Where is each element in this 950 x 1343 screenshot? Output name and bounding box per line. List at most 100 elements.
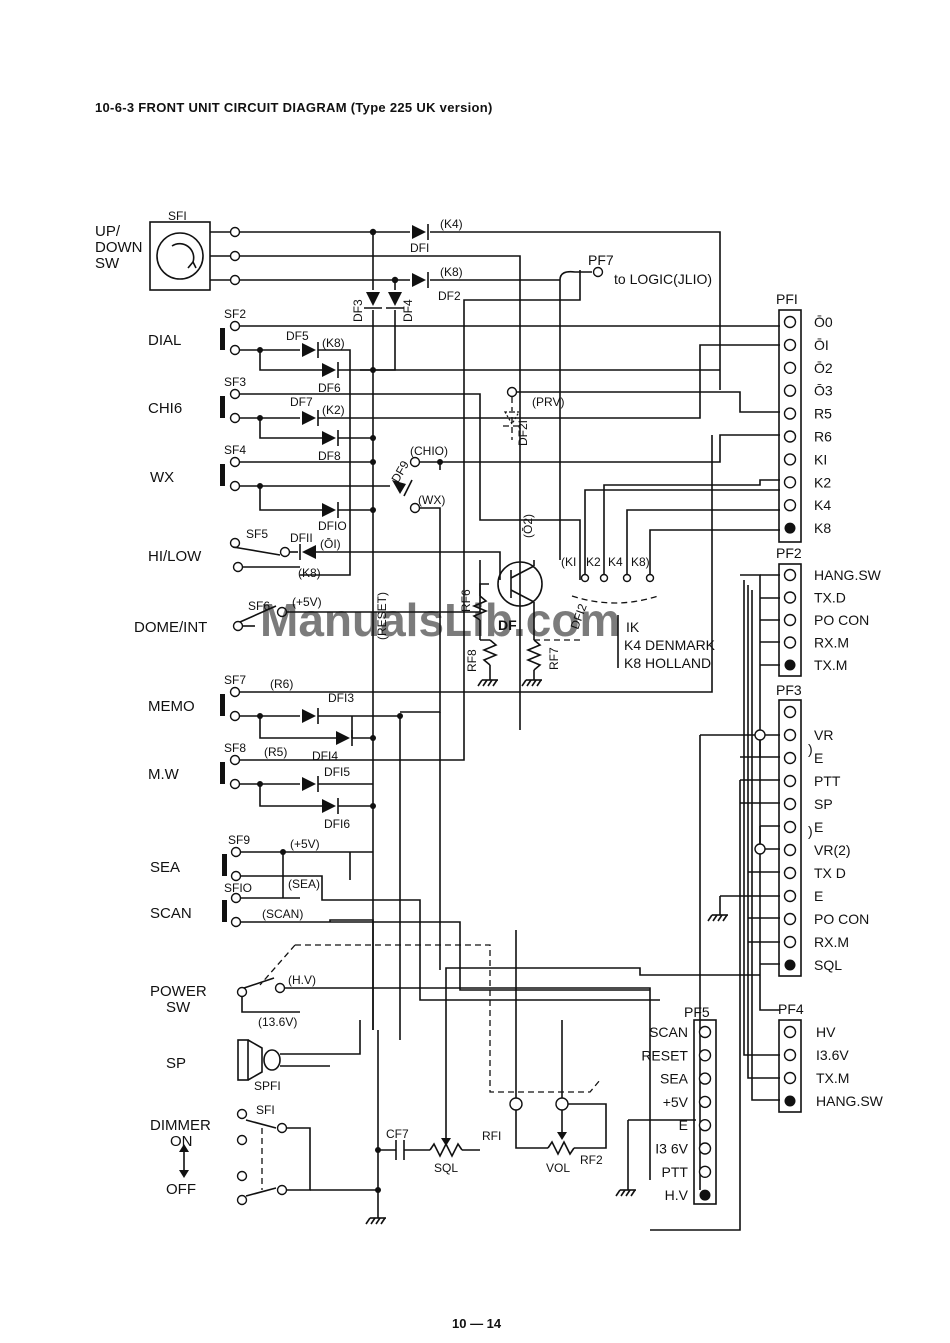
pf1-pin-label: K8 (814, 520, 831, 536)
pf2-pin-2 (783, 591, 797, 604)
rf2-ref: RF2 (580, 1153, 603, 1167)
sf1b-ref: SFI (256, 1103, 275, 1117)
pad-k4: K4 (608, 555, 623, 569)
pf2-pin-1 (783, 568, 797, 582)
speaker-sp (237, 1020, 361, 1081)
powersw-label-2: SW (166, 999, 191, 1016)
pf3-pin-label: PTT (814, 773, 841, 789)
sea-net-label: (SEA) (288, 877, 320, 891)
k4-label: (K4) (440, 217, 463, 231)
reset-vertical-label: (RESET) (375, 592, 389, 640)
right-wiring (329, 574, 780, 1231)
pf1-pin-label: ŌI (814, 337, 829, 353)
prv-label: (PRV) (532, 395, 564, 409)
pad-k8: K8) (631, 555, 650, 569)
pf7-ref: PF7 (588, 252, 614, 268)
powersw-label-1: POWER (150, 983, 207, 1000)
pf3-pin-9 (783, 889, 797, 903)
sp-label: SP (166, 1055, 186, 1072)
hv-net-label: (H.V) (288, 973, 316, 987)
pf1-pin-label: R5 (814, 406, 832, 422)
pf3-pin-label: TX D (814, 865, 846, 881)
r5-label: (R5) (264, 745, 287, 759)
pf3-connector (778, 699, 802, 977)
pf3-pin-label: E (814, 750, 823, 766)
plus5v-a-label: (+5V) (292, 595, 322, 609)
pf5-pin-5 (698, 1118, 712, 1132)
watermark: ManualsLib.com (260, 594, 620, 646)
k8a-label: (K8) (440, 265, 463, 279)
mw-switch (220, 270, 581, 814)
k2-label: (K2) (322, 403, 345, 417)
pf3-pin-4 (783, 774, 797, 788)
sf5-ref: SF5 (246, 527, 268, 541)
pf1-pin-4 (783, 384, 797, 397)
dimmer-label-2: ON (170, 1133, 193, 1150)
dimmer-label-1: DIMMER (150, 1117, 211, 1134)
wx-net-label: (WX) (418, 493, 445, 507)
sf4-ref: SF4 (224, 443, 246, 457)
pf5-connector (693, 1019, 717, 1205)
sql-ref: SQL (434, 1161, 458, 1175)
df8-ref: DF8 (318, 449, 341, 463)
updown-label-2: DOWN (95, 239, 143, 256)
pf7-label: to LOGIC(JLIO) (614, 271, 712, 287)
pf4-ref: PF4 (778, 1001, 804, 1017)
pf3-pin-label: E (814, 888, 823, 904)
pf5-pin-8 (699, 1189, 711, 1201)
pf3-pin-label: VR (814, 727, 833, 743)
pf5-pin-2 (698, 1049, 712, 1062)
pf1-ref: PFI (776, 291, 798, 307)
updown-switch (149, 221, 241, 291)
sf3-ref: SF3 (224, 375, 246, 389)
k8b-label: (K8) (322, 336, 345, 350)
pf2-pin-label: RX.M (814, 635, 849, 651)
pf3-pin-label: VR(2) (814, 842, 851, 858)
plus5v-b-label: (+5V) (290, 837, 320, 851)
pf5-pin-label: H.V (665, 1187, 689, 1203)
pf1-pin-7 (783, 453, 797, 466)
updown-label-3: SW (95, 255, 120, 272)
df6-ref: DF6 (318, 381, 341, 395)
rf8-ref: RF8 (465, 649, 479, 672)
pf4-pin-2 (783, 1048, 797, 1062)
pf4-pin-3 (783, 1071, 797, 1085)
pf7-pin (592, 266, 604, 278)
pf5-pin-label: SEA (660, 1071, 689, 1087)
domeint-switch (232, 560, 481, 632)
df16-ref: DFI6 (324, 817, 350, 831)
df21-ref: DF2I (516, 420, 530, 446)
rf6-ref: RF6 (459, 589, 473, 612)
pf1-pin-2 (783, 338, 797, 352)
page-number: 10 — 14 (452, 1316, 502, 1331)
pf3-pin-label: RX.M (814, 934, 849, 950)
pf2-pin-label: PO CON (814, 612, 869, 628)
pf1-pin-label: Ō2 (814, 360, 833, 376)
pf3-pin-7 (783, 843, 797, 857)
df3-ref: DF3 (351, 299, 365, 322)
pf4-connector (778, 1019, 802, 1113)
pf5-pin-1 (698, 1025, 712, 1039)
cf7-ref: CF7 (386, 1127, 409, 1141)
hilow-switch (229, 537, 501, 580)
dial-label: DIAL (148, 332, 181, 349)
pf5-pin-7 (698, 1165, 712, 1179)
sf6-ref: SF6 (248, 599, 270, 613)
sf9-ref: SF9 (228, 833, 250, 847)
df14-ref: DFI4 (312, 749, 338, 763)
transistor-q (471, 560, 580, 687)
wx-switch (220, 456, 413, 518)
domeint-label: DOME/INT (134, 619, 207, 636)
dimmer-label-3: OFF (166, 1181, 196, 1198)
pad-k2: K2 (586, 555, 601, 569)
pf3-pin-label: E (814, 819, 823, 835)
df11-ref: DFII (290, 531, 313, 545)
sf1-ref: SFI (168, 209, 187, 223)
mw-label: M.W (148, 766, 180, 783)
pf3-pin-6 (783, 820, 797, 834)
spf1-ref: SPFI (254, 1079, 281, 1093)
pf3-pin-3 (783, 751, 797, 765)
